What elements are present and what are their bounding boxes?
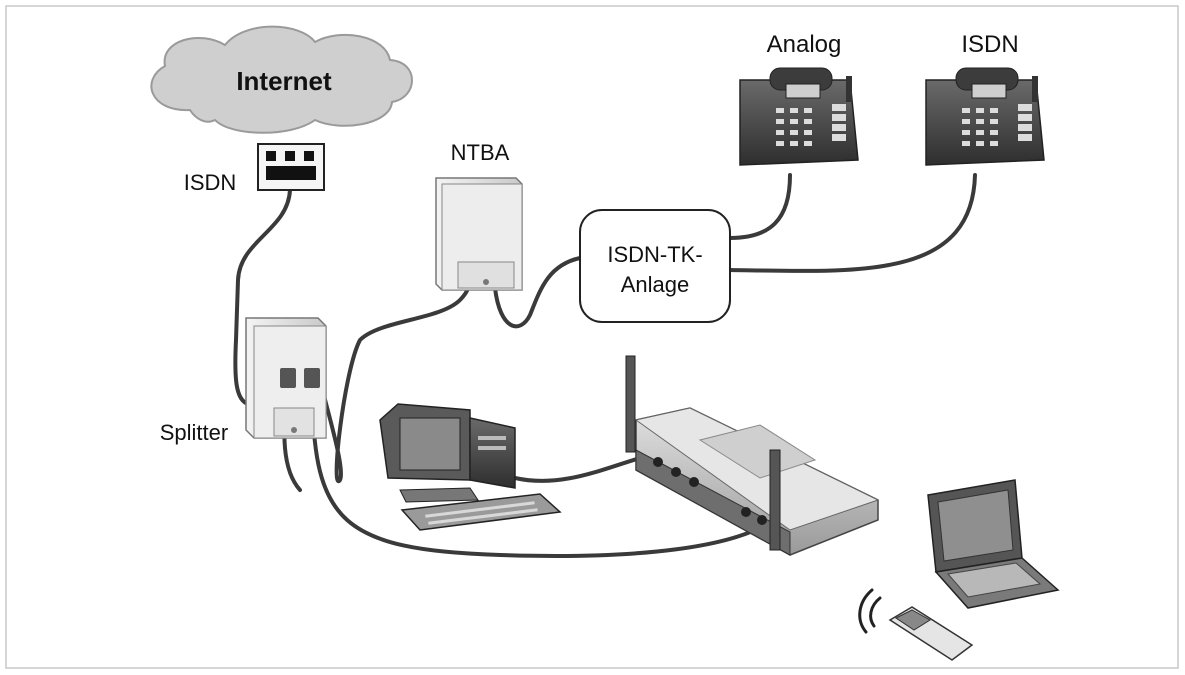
wlan-stick — [888, 606, 974, 661]
cable-tk-to-isdn-phone — [728, 173, 977, 273]
isdn-socket — [257, 143, 325, 191]
isdn-tk-anlage: ISDN-TK- Anlage — [579, 209, 731, 323]
cable-tk-to-analog — [728, 173, 792, 240]
cable-splitter-to-ntba — [320, 283, 472, 484]
internet-cloud: Internet — [150, 25, 413, 134]
desktop-computer — [379, 403, 562, 531]
analog-label: Analog — [767, 31, 842, 58]
cable-ntba-to-tk — [493, 256, 582, 329]
tk-label-line1: ISDN-TK- — [607, 242, 702, 267]
tk-label-line2: Anlage — [621, 272, 690, 297]
cable-isdn-socket-to-splitter — [233, 188, 292, 406]
cables — [233, 173, 977, 558]
cable-pc-to-router — [513, 456, 642, 483]
ntba-label: NTBA — [451, 140, 510, 165]
isdn-socket-label: ISDN — [184, 170, 237, 195]
analog-phone — [739, 67, 859, 166]
wireless-signal-icon — [858, 588, 882, 634]
splitter-device — [245, 317, 327, 439]
splitter-label: Splitter — [160, 420, 228, 445]
cable-splitter-to-router — [310, 393, 767, 558]
isdn-phone-label: ISDN — [961, 31, 1018, 58]
isdn-phone — [925, 67, 1045, 166]
laptop — [927, 479, 1060, 609]
ntba-device — [435, 177, 523, 291]
internet-label: Internet — [236, 66, 332, 96]
diagram-frame — [5, 5, 1179, 669]
wlan-router — [625, 355, 880, 556]
